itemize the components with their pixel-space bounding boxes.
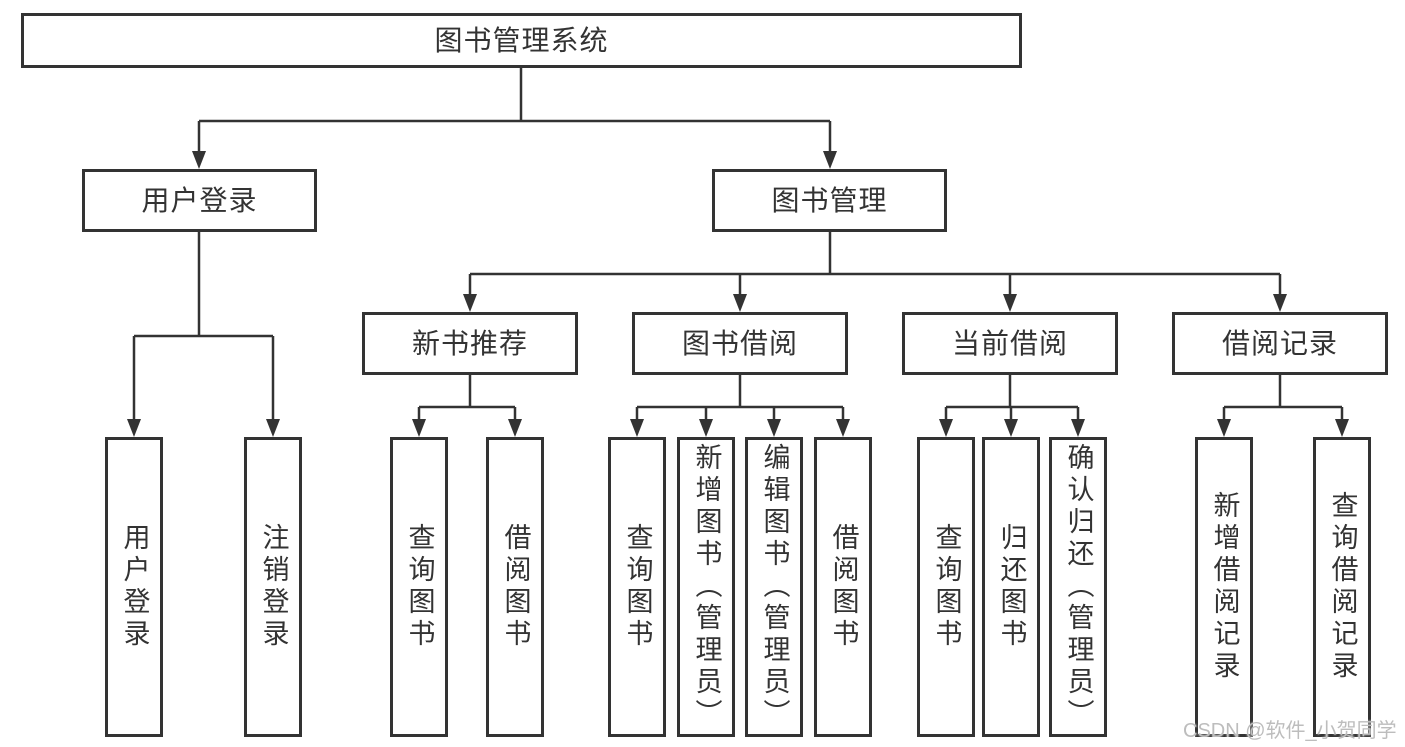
node-book-management: 图书管理 <box>712 169 947 232</box>
node-label: 当前借阅 <box>951 327 1068 359</box>
leaf-borrow-books: 借阅图书 <box>814 437 872 737</box>
leaf-query-borrow-record: 查询借阅记录 <box>1313 437 1371 737</box>
leaf-user-login: 用户登录 <box>105 437 163 737</box>
node-label: 确认归还（管理员） <box>1063 443 1094 731</box>
node-new-book-recommendation: 新书推荐 <box>362 312 578 375</box>
node-label: 查询借阅记录 <box>1327 491 1358 683</box>
node-label: 归还图书 <box>996 523 1027 651</box>
node-root-library-management-system: 图书管理系统 <box>21 13 1022 68</box>
node-label: 查询图书 <box>622 523 653 651</box>
node-label: 用户登录 <box>119 523 150 651</box>
node-label: 借阅图书 <box>500 523 531 651</box>
node-borrowing-records: 借阅记录 <box>1172 312 1388 375</box>
node-label: 新增图书（管理员） <box>691 443 722 731</box>
node-label: 查询图书 <box>404 523 435 651</box>
node-label: 用户登录 <box>141 184 258 216</box>
node-label: 注销登录 <box>258 523 289 651</box>
node-label: 新增借阅记录 <box>1209 491 1240 683</box>
node-book-borrowing: 图书借阅 <box>632 312 848 375</box>
leaf-add-books-admin: 新增图书（管理员） <box>677 437 735 737</box>
node-label: 查询图书 <box>931 523 962 651</box>
leaf-return-books: 归还图书 <box>982 437 1040 737</box>
node-label: 图书管理 <box>771 184 888 216</box>
node-user-login: 用户登录 <box>82 169 317 232</box>
leaf-confirm-return-admin: 确认归还（管理员） <box>1049 437 1107 737</box>
leaf-edit-books-admin: 编辑图书（管理员） <box>745 437 803 737</box>
leaf-query-books-borrow: 查询图书 <box>608 437 666 737</box>
leaf-query-books-recommend: 查询图书 <box>390 437 448 737</box>
node-label: 图书管理系统 <box>434 24 609 56</box>
leaf-add-borrow-record: 新增借阅记录 <box>1195 437 1253 737</box>
node-label: 编辑图书（管理员） <box>759 443 790 731</box>
leaf-query-books-current: 查询图书 <box>917 437 975 737</box>
node-label: 借阅记录 <box>1221 327 1338 359</box>
node-label: 图书借阅 <box>681 327 798 359</box>
watermark: CSDN @软件_小贺同学 <box>1183 720 1397 742</box>
leaf-borrow-books-recommend: 借阅图书 <box>486 437 544 737</box>
node-current-borrowing: 当前借阅 <box>902 312 1118 375</box>
node-label: 借阅图书 <box>828 523 859 651</box>
leaf-logout: 注销登录 <box>244 437 302 737</box>
node-label: 新书推荐 <box>411 327 528 359</box>
